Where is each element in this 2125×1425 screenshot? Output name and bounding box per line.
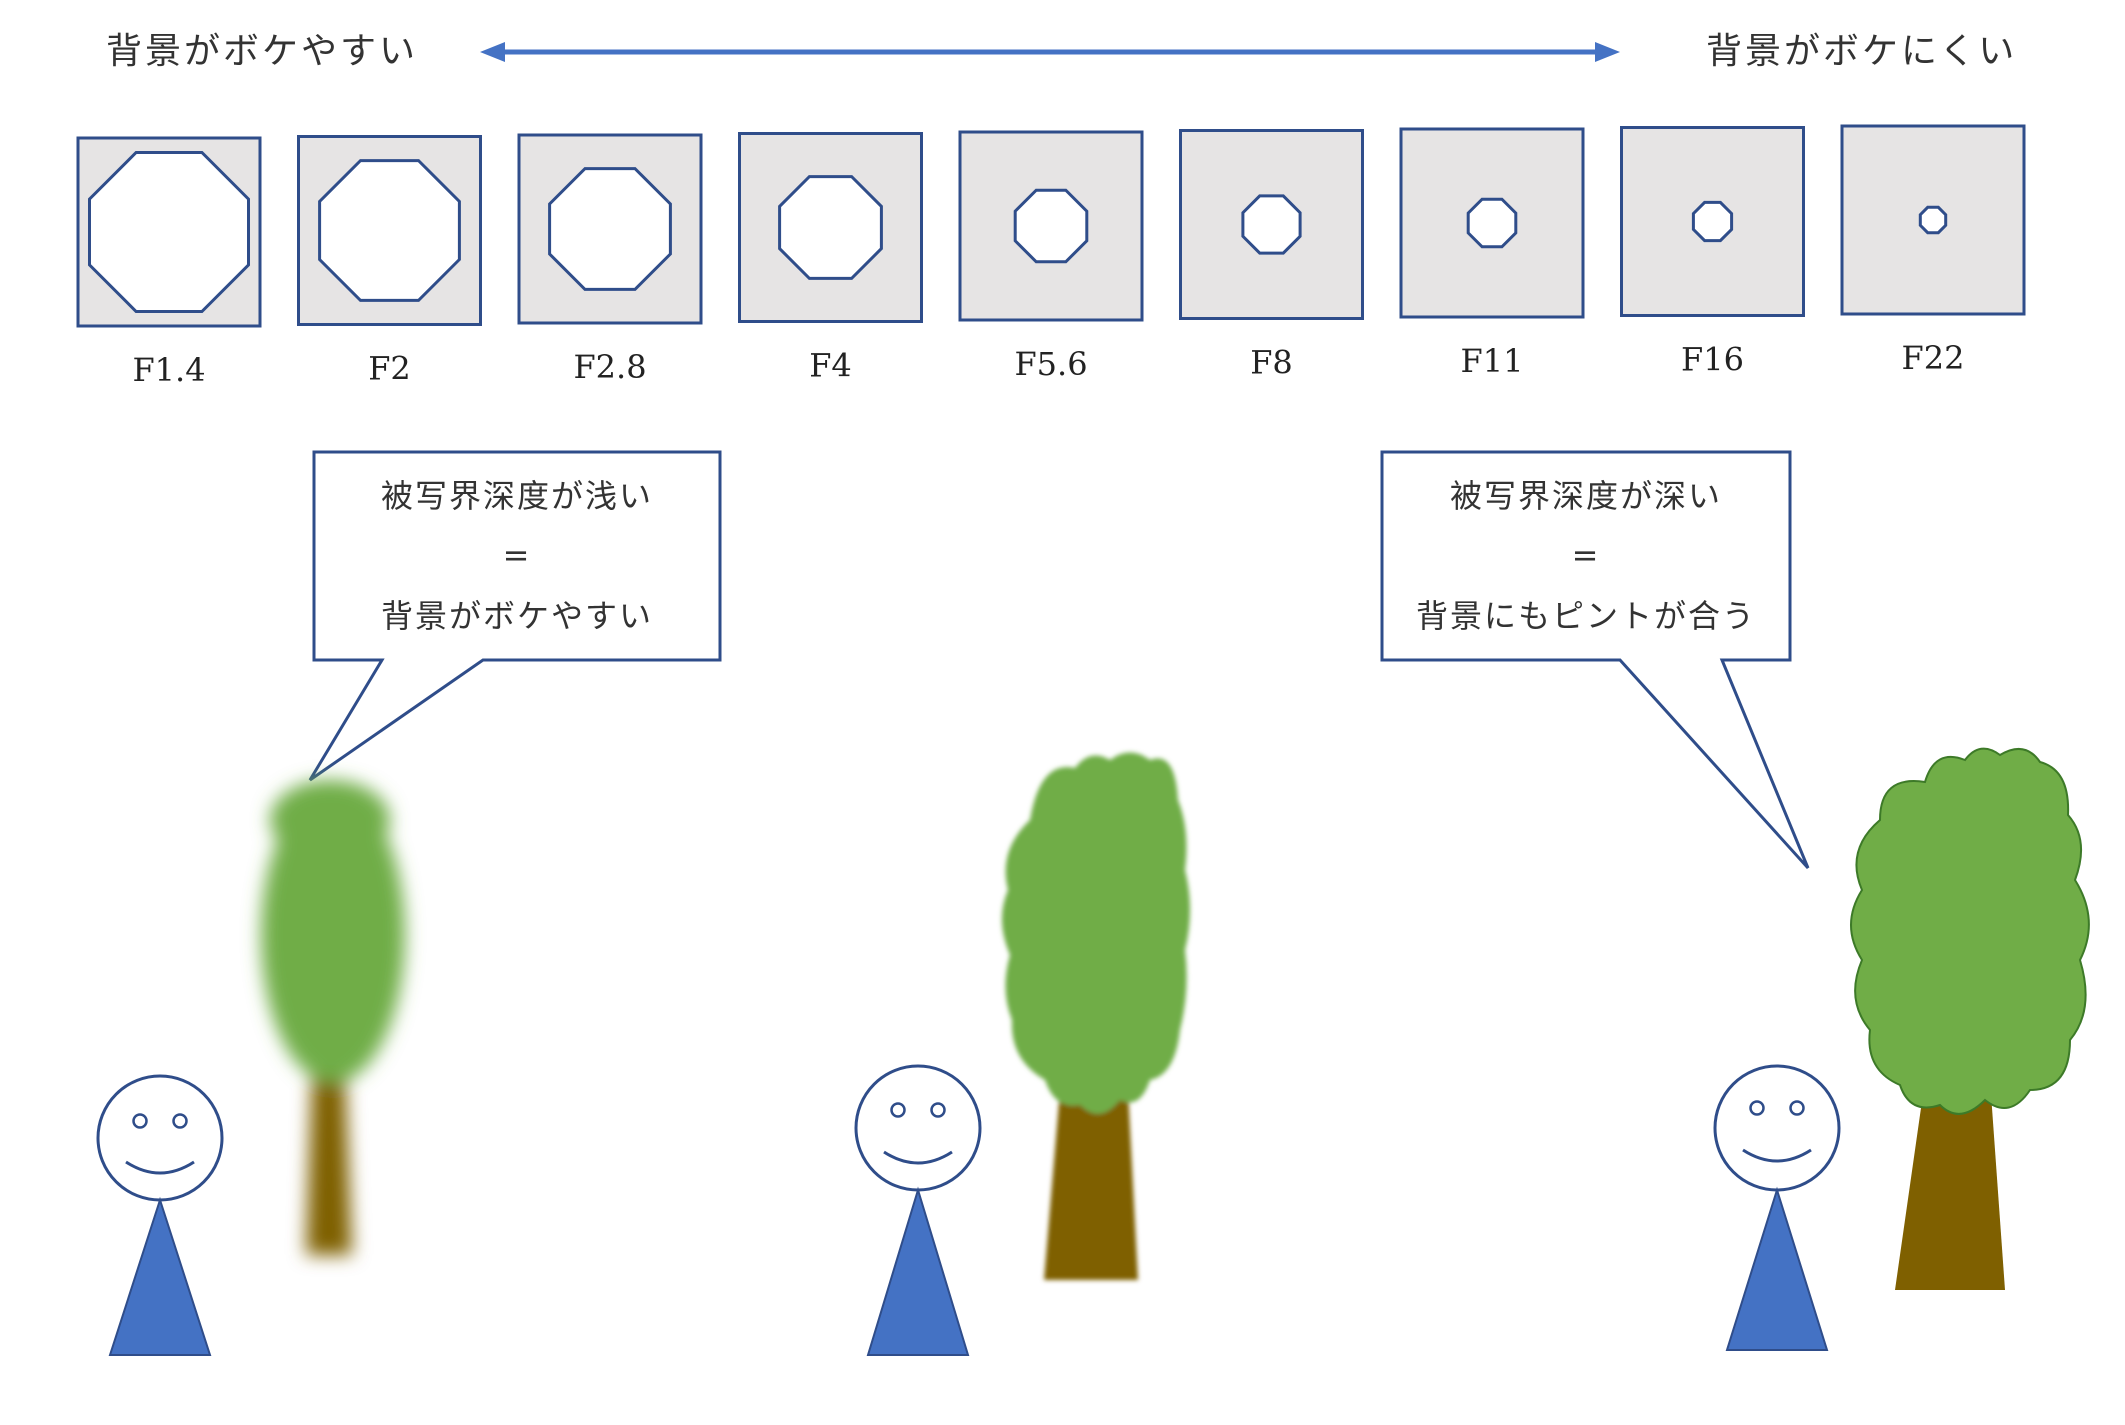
bubble-deep-line2: = [1572, 536, 1601, 574]
scene-shallow [96, 780, 405, 1356]
tree-slightly-blurred [1001, 752, 1190, 1280]
aperture-label: F4 [809, 347, 852, 385]
aperture-opening [778, 175, 883, 280]
aperture-opening [1013, 188, 1089, 264]
aperture-label: F5.6 [1014, 345, 1087, 383]
aperture-opening [1691, 200, 1734, 243]
person-shallow [96, 1074, 224, 1356]
aperture-opening [88, 151, 250, 313]
person-body [866, 1186, 970, 1356]
person-head [96, 1074, 224, 1202]
aperture-row: F1.4 F2 F2.8 F4 F5.6 F8 F11 F16 F22 [76, 124, 2026, 389]
scene-deep [1713, 747, 2090, 1351]
speech-bubble-shallow: 被写界深度が浅い = 背景がボケやすい [308, 450, 722, 782]
aperture-label: F22 [1902, 339, 1965, 377]
bubble-shallow-line2: = [503, 536, 532, 574]
person-body [1725, 1186, 1829, 1351]
aperture-opening [318, 159, 461, 302]
aperture-f8: F8 [1179, 129, 1364, 382]
person-mouth [125, 1160, 195, 1175]
person-head [1713, 1064, 1841, 1192]
tree-foliage [261, 787, 405, 1083]
aperture-f11: F11 [1399, 127, 1585, 380]
aperture-label: F11 [1461, 342, 1524, 380]
bubble-deep-line3: 背景にもピントが合う [1416, 597, 1756, 635]
tree-trunk [1044, 1090, 1138, 1280]
aperture-label: F2 [368, 350, 411, 388]
aperture-f4: F4 [738, 132, 923, 385]
aperture-opening [548, 167, 672, 291]
aperture-label: F8 [1250, 344, 1293, 382]
aperture-f16: F16 [1620, 126, 1805, 379]
header-right-label: 背景がボケにくい [1706, 31, 2017, 72]
aperture-f2-8: F2.8 [517, 133, 703, 386]
aperture-opening [1241, 194, 1302, 255]
aperture-label: F16 [1681, 341, 1744, 379]
bubble-shallow-line1: 被写界深度が浅い [381, 477, 653, 515]
aperture-label: F2.8 [573, 348, 646, 386]
tree-blurred [261, 780, 405, 1255]
tree-sharp [1850, 747, 2090, 1290]
aperture-f2: F2 [297, 135, 482, 388]
person-eye [172, 1113, 188, 1129]
tree-foliage [1850, 747, 2090, 1115]
person-eye [1789, 1100, 1805, 1116]
aperture-f5-6: F5.6 [958, 130, 1144, 383]
aperture-label: F1.4 [132, 351, 205, 389]
aperture-opening [1466, 197, 1518, 249]
tree-trunk [306, 1070, 352, 1255]
aperture-f22: F22 [1840, 124, 2026, 377]
person-eye [890, 1102, 906, 1118]
person-eye [1749, 1100, 1765, 1116]
person-head [854, 1064, 982, 1192]
header-left-label: 背景がボケやすい [106, 31, 418, 72]
aperture-f1-4: F1.4 [76, 136, 262, 389]
person-medium [854, 1064, 982, 1356]
person-eye [930, 1102, 946, 1118]
tree-foliage-lobe [270, 780, 390, 860]
bubble-shallow-line3: 背景がボケやすい [381, 597, 653, 635]
person-deep [1713, 1064, 1841, 1351]
scene-medium [854, 752, 1190, 1356]
speech-bubble-deep-outline [1380, 450, 1810, 870]
aperture-opening [1918, 205, 1948, 235]
tree-foliage [1001, 752, 1190, 1114]
person-body [108, 1196, 212, 1356]
speech-bubble-deep: 被写界深度が深い = 背景にもピントが合う [1380, 450, 1810, 870]
person-mouth [1742, 1148, 1812, 1163]
double-arrow [480, 42, 1620, 62]
person-eye [132, 1113, 148, 1129]
bubble-deep-line1: 被写界深度が深い [1450, 477, 1722, 515]
tree-trunk [1895, 1080, 2005, 1290]
speech-bubble-shallow-outline [308, 450, 722, 782]
person-mouth [883, 1150, 953, 1165]
